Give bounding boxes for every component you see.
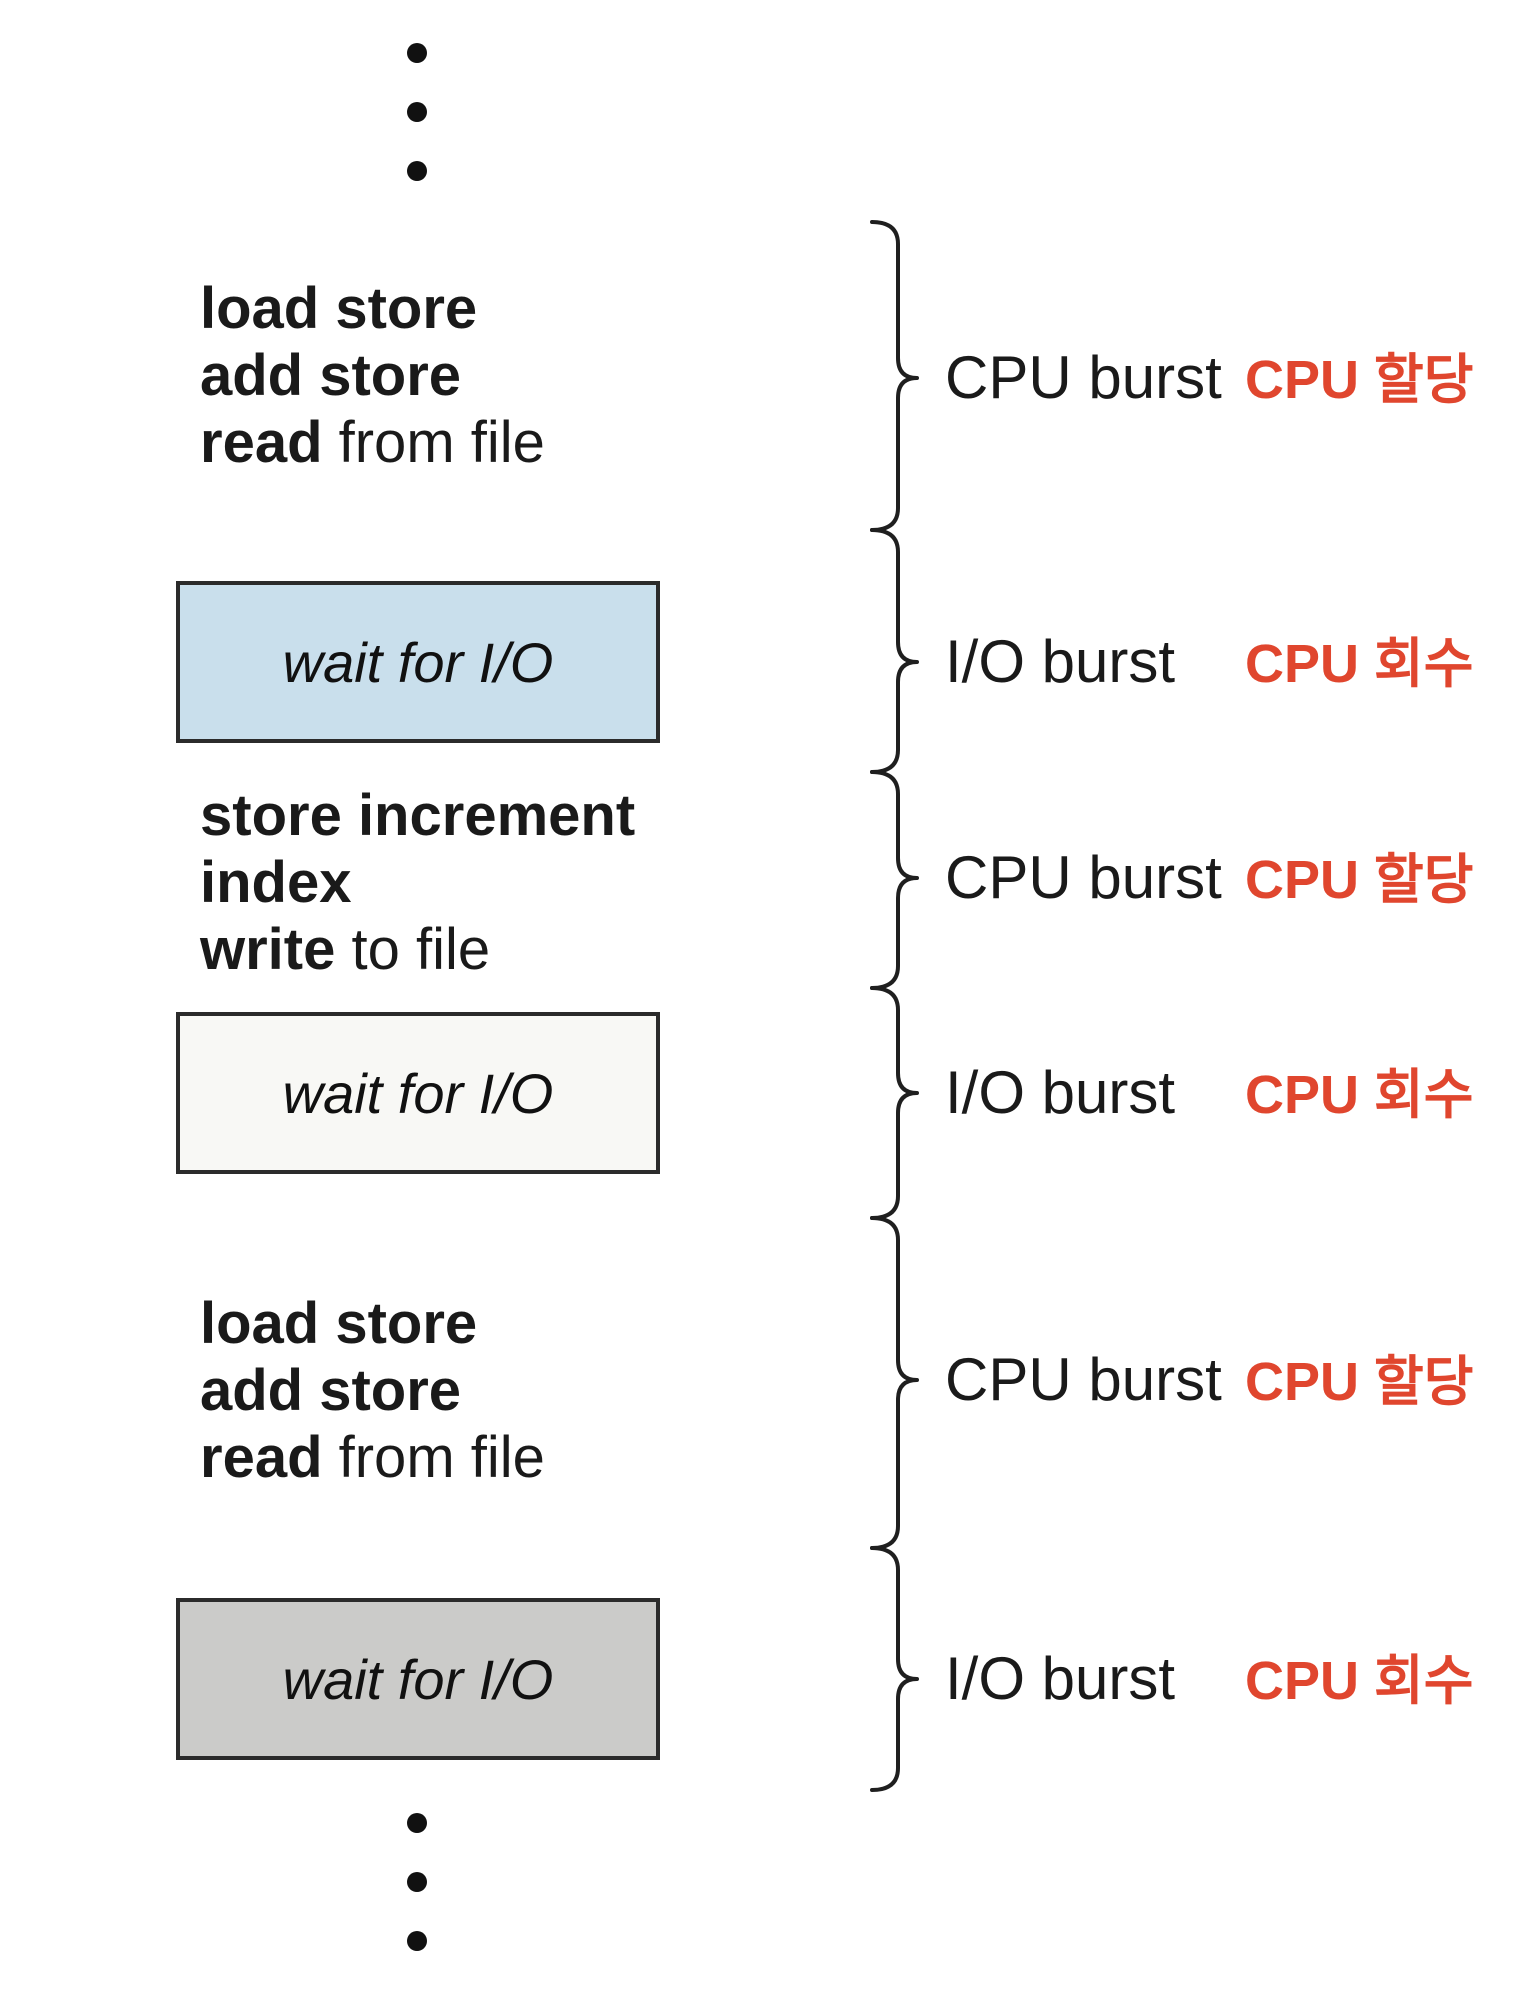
burst-label: CPU burst <box>945 844 1222 911</box>
brace-icon <box>870 220 919 532</box>
code-text: to file <box>335 917 491 982</box>
code-text: add store <box>200 1358 462 1423</box>
burst-row-io: I/O burst CPU 회수 <box>945 1059 1473 1127</box>
wait-for-io-box: wait for I/O <box>176 1012 660 1174</box>
code-text: index <box>200 850 352 915</box>
code-line: index <box>200 849 635 916</box>
burst-row-io: I/O burst CPU 회수 <box>945 628 1473 696</box>
code-line: add store <box>200 1357 545 1424</box>
burst-annotation: CPU 회수 <box>1245 1065 1474 1125</box>
wait-for-io-box: wait for I/O <box>176 1598 660 1760</box>
code-text: read <box>200 1425 323 1490</box>
burst-annotation: CPU 할당 <box>1245 850 1474 910</box>
burst-label: I/O burst <box>945 628 1176 695</box>
burst-row-cpu: CPU burst CPU 할당 <box>945 344 1473 412</box>
burst-row-io: I/O burst CPU 회수 <box>945 1645 1473 1713</box>
brace-icon <box>870 1216 919 1550</box>
code-line: add store <box>200 342 545 409</box>
code-line: write to file <box>200 916 635 983</box>
code-line: load store <box>200 1290 545 1357</box>
brace-icon <box>870 528 919 774</box>
code-text: add store <box>200 343 462 408</box>
code-text: read <box>200 410 323 475</box>
brace-icon <box>870 1546 919 1792</box>
brace-icon <box>870 770 919 990</box>
code-text: load store <box>200 276 478 341</box>
burst-label: I/O burst <box>945 1059 1176 1126</box>
code-block: store increment index write to file <box>200 782 635 983</box>
code-text: from file <box>322 1425 545 1490</box>
wait-box-label: wait for I/O <box>282 1647 554 1711</box>
burst-annotation: CPU 할당 <box>1245 350 1474 410</box>
code-line: store increment <box>200 782 635 849</box>
code-text: write <box>200 917 336 982</box>
code-block: load store add store read from file <box>200 1290 545 1491</box>
burst-annotation: CPU 할당 <box>1245 1352 1474 1412</box>
burst-row-cpu: CPU burst CPU 할당 <box>945 844 1473 912</box>
code-text: from file <box>322 410 545 475</box>
burst-annotation: CPU 회수 <box>1245 634 1474 694</box>
wait-for-io-box: wait for I/O <box>176 581 660 743</box>
burst-annotation: CPU 회수 <box>1245 1651 1474 1711</box>
burst-label: I/O burst <box>945 1645 1176 1712</box>
burst-label: CPU burst <box>945 1346 1222 1413</box>
code-line: read from file <box>200 409 545 476</box>
code-text: load store <box>200 1291 478 1356</box>
ellipsis-top-icon <box>407 43 427 181</box>
code-line: load store <box>200 275 545 342</box>
code-block: load store add store read from file <box>200 275 545 476</box>
burst-row-cpu: CPU burst CPU 할당 <box>945 1346 1473 1414</box>
wait-box-label: wait for I/O <box>282 1061 554 1125</box>
burst-label: CPU burst <box>945 344 1222 411</box>
code-text: store increment <box>200 783 636 848</box>
wait-box-label: wait for I/O <box>282 630 554 694</box>
code-line: read from file <box>200 1424 545 1491</box>
brace-icon <box>870 986 919 1220</box>
ellipsis-bottom-icon <box>407 1813 427 1951</box>
